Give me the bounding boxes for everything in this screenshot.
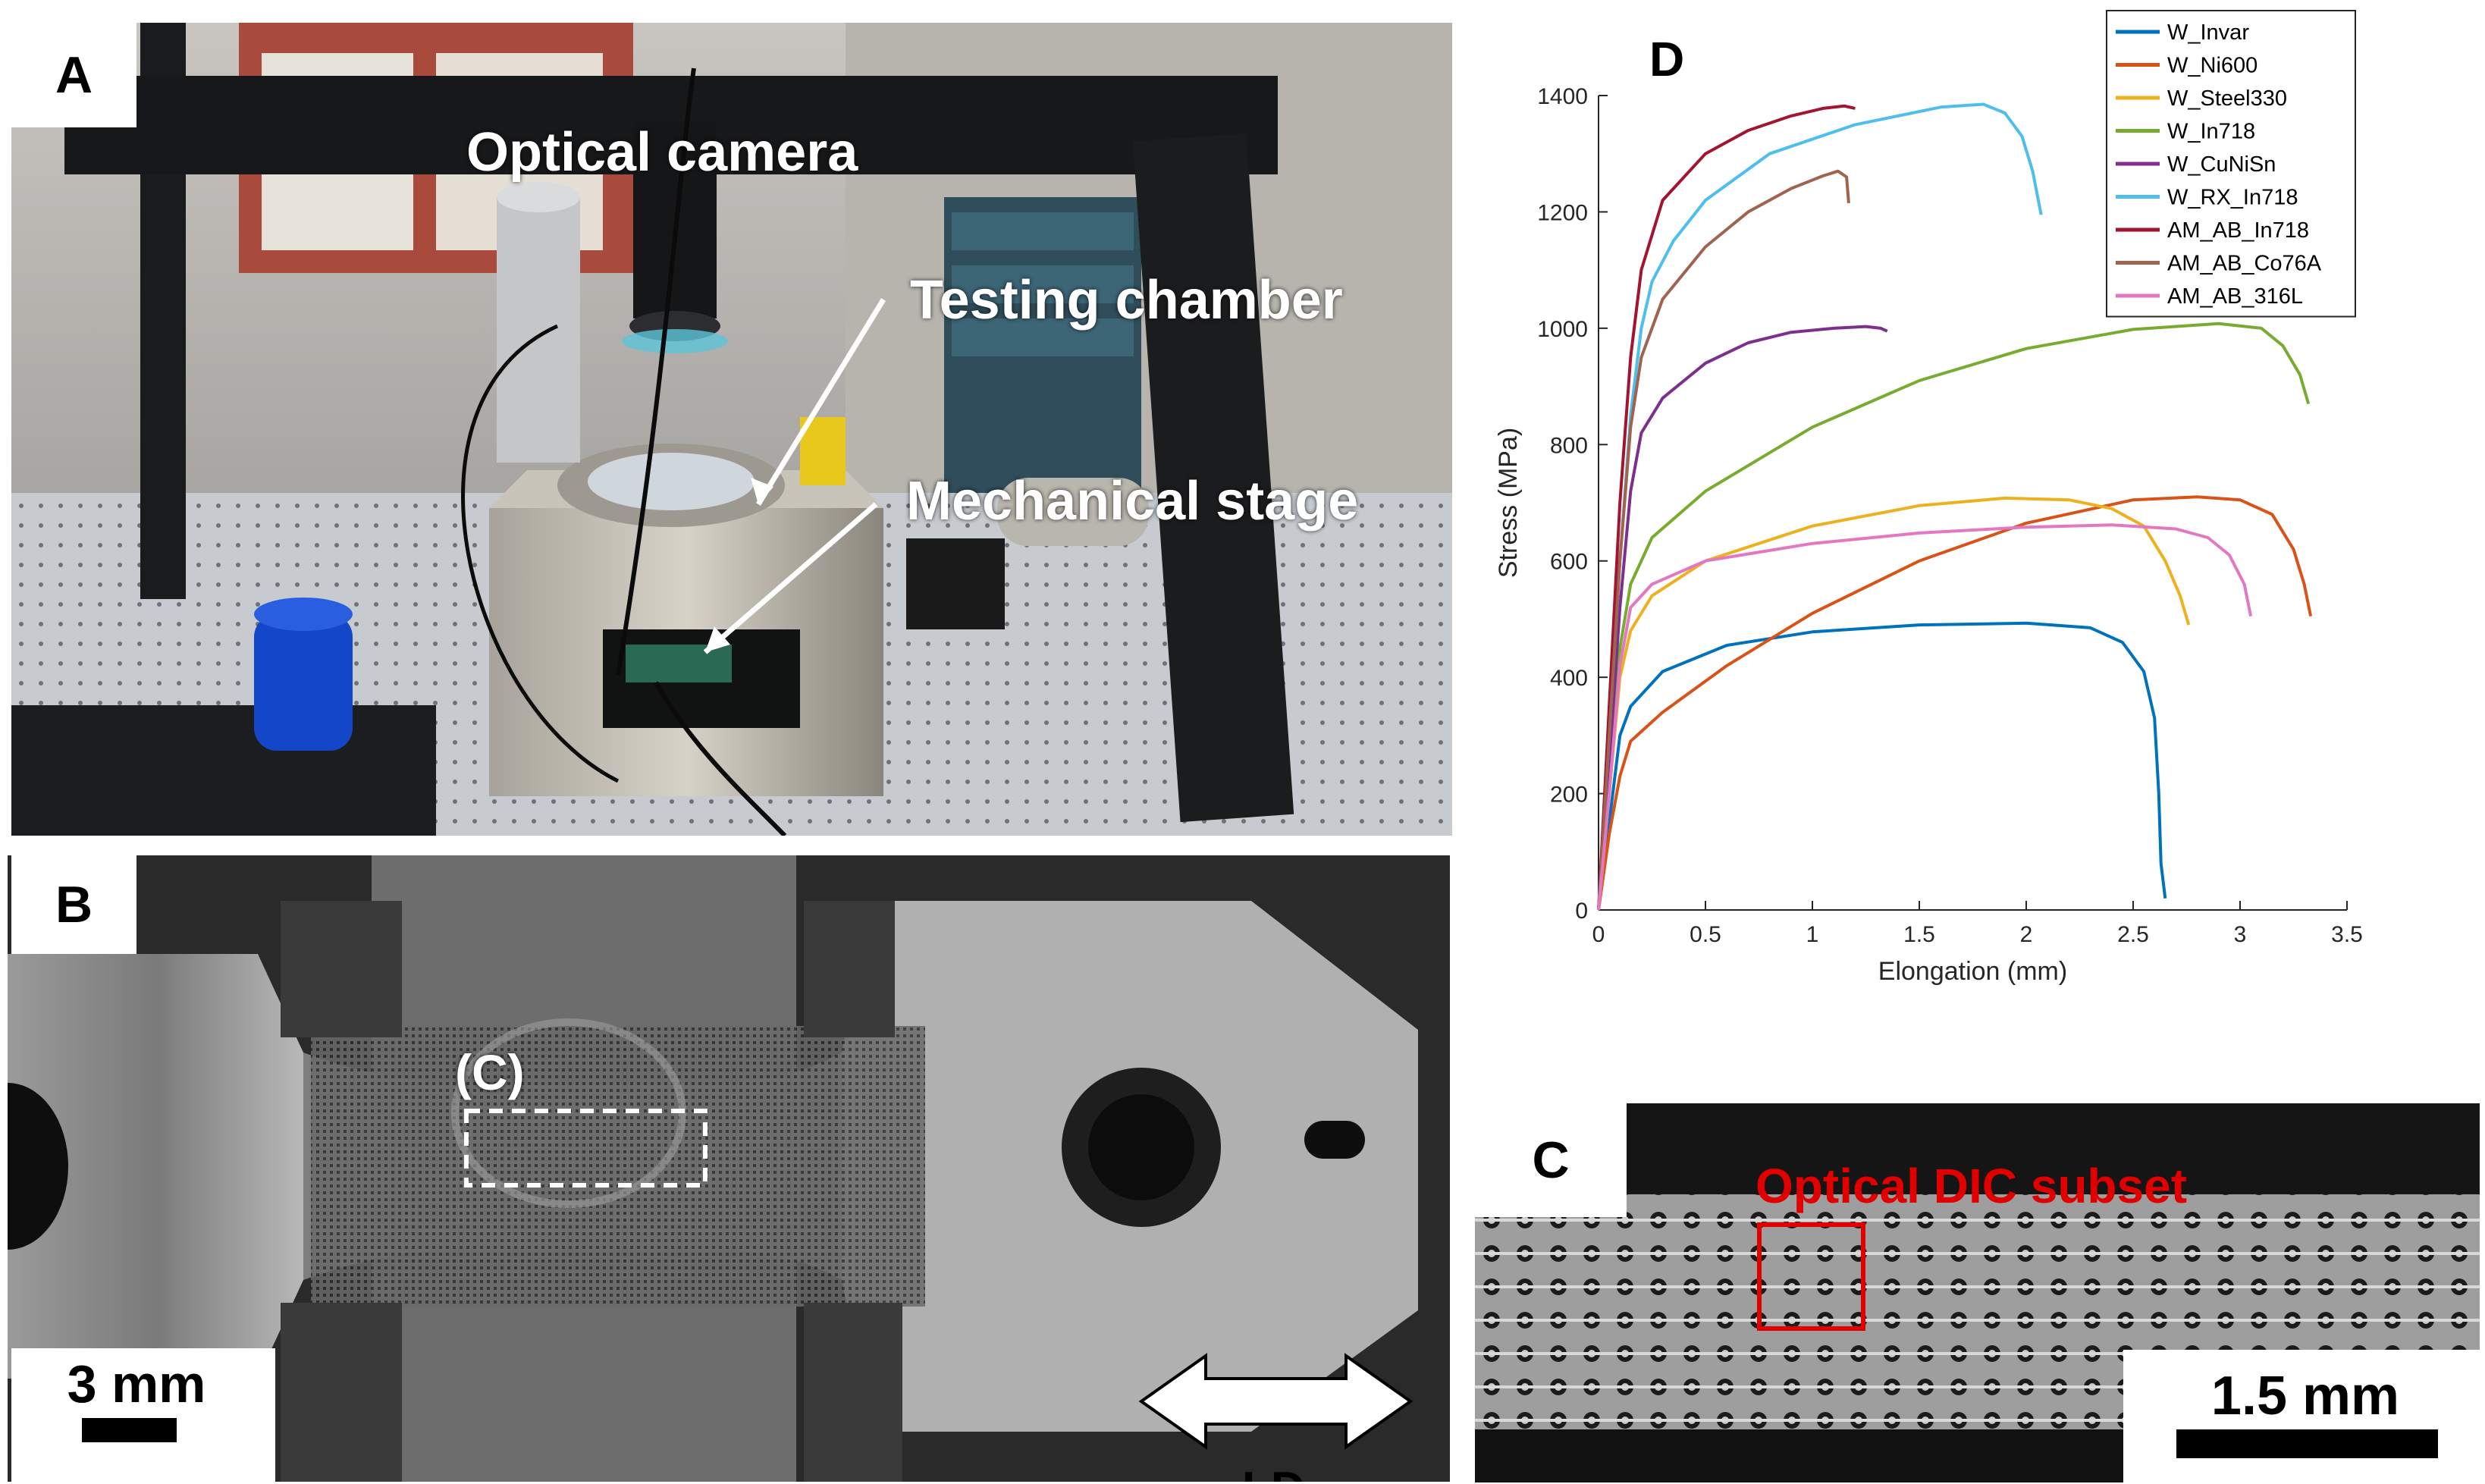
- x-tick-label: 1: [1806, 922, 1819, 947]
- optical-camera-label: Optical camera: [466, 122, 858, 183]
- dic-subset-box: [1757, 1222, 1865, 1331]
- x-tick-label: 0: [1592, 922, 1605, 947]
- legend-entry-label: AM_AB_In718: [2167, 218, 2309, 243]
- panel-b-scale-bar: [82, 1418, 177, 1442]
- chart-legend: W_InvarW_Ni600W_Steel330W_In718W_CuNiSnW…: [2106, 10, 2356, 318]
- stress-elongation-chart: D 0 0.5 1 1.5 2 2.5 3 3.5 0 200 400 600 800 1000 1200 1…: [1494, 10, 2363, 986]
- y-tick-label: 1200: [1537, 200, 1588, 225]
- panel-d-letter: D: [1649, 32, 1684, 86]
- panel-c-scale-label: 1.5 mm: [2210, 1366, 2400, 1426]
- loading-direction-label: LD: [1242, 1462, 1305, 1482]
- legend-entry-label: W_CuNiSn: [2167, 152, 2276, 177]
- panel-b-scale-label: 3 mm: [67, 1354, 206, 1413]
- region-c-label: (C): [455, 1044, 525, 1100]
- mechanical-stage-label: Mechanical stage: [906, 471, 1359, 532]
- legend-entry-label: W_Invar: [2167, 20, 2249, 45]
- series-line-am-ab-316l: [1597, 523, 2253, 911]
- panel-c-letter: C: [1475, 1103, 1627, 1217]
- testing-chamber-arrowhead: [751, 478, 773, 504]
- x-tick-label: 2.5: [2117, 922, 2149, 947]
- panel-c-scale-box: [2123, 1350, 2480, 1484]
- y-tick-label: 600: [1550, 550, 1588, 575]
- series-line-w-invar: [1597, 621, 2167, 911]
- x-tick-label: 2: [2020, 922, 2033, 947]
- y-tick-label: 800: [1550, 433, 1588, 458]
- y-tick-label: 0: [1575, 899, 1588, 924]
- x-axis-label: Elongation (mm): [1878, 957, 2067, 986]
- loading-direction-arrow: [1138, 1353, 1414, 1450]
- chart-series: [1597, 102, 2313, 911]
- series-line-w-ni600: [1597, 495, 2313, 911]
- series-line-am-ab-co76a: [1597, 169, 1850, 911]
- y-tick-label: 1400: [1537, 84, 1588, 109]
- legend-entry-label: AM_AB_316L: [2167, 284, 2303, 309]
- y-axis-label: Stress (MPa): [1494, 428, 1523, 578]
- y-tick-label: 1000: [1537, 317, 1588, 342]
- legend-entry-label: AM_AB_Co76A: [2167, 252, 2322, 276]
- y-tick-label: 200: [1550, 783, 1588, 808]
- testing-chamber-arrow-shaft: [756, 298, 886, 506]
- x-tick-label: 3.5: [2331, 922, 2363, 947]
- x-tick-label: 3: [2234, 922, 2247, 947]
- legend-entry-label: W_Steel330: [2167, 86, 2287, 111]
- series-line-w-in718: [1597, 322, 2311, 911]
- dic-subset-label: Optical DIC subset: [1756, 1159, 2187, 1213]
- panel-d-chart: D 0 0.5 1 1.5 2 2.5 3 3.5 0 200 400 600 800 1000 1200 1…: [1471, 0, 2485, 1062]
- legend-entry-label: W_Ni600: [2167, 54, 2258, 78]
- x-tick-label: 1.5: [1903, 922, 1935, 947]
- setup-photo: [11, 23, 1452, 836]
- specimen-image: [8, 855, 1450, 1482]
- panel-a-setup-photo: Optical camera Testing chamber Mechanica…: [11, 23, 1452, 836]
- series-line-am-ab-in718: [1597, 104, 1856, 911]
- y-tick-label: 400: [1550, 666, 1588, 691]
- x-tick-label: 0.5: [1690, 922, 1721, 947]
- testing-chamber-label: Testing chamber: [910, 270, 1343, 331]
- series-line-w-cunisn: [1597, 325, 1888, 911]
- panel-a-letter: A: [11, 23, 136, 127]
- legend-entry-label: W_RX_In718: [2167, 186, 2298, 210]
- panel-b-specimen-image: (C) LD: [8, 855, 1450, 1482]
- region-c-dashed-box: [464, 1109, 708, 1188]
- mechanical-stage-arrowhead: [705, 626, 730, 652]
- chart-axes: 0 0.5 1 1.5 2 2.5 3 3.5 0 200 400 600 800 1000 1200 140…: [1537, 84, 2363, 947]
- series-line-w-rx-in718: [1597, 102, 2043, 911]
- series-line-w-steel330: [1597, 496, 2191, 911]
- panel-b-scale-box: [11, 1348, 275, 1482]
- panel-c-scale-bar: [2176, 1429, 2438, 1458]
- legend-entry-label: W_In718: [2167, 120, 2255, 144]
- panel-b-letter: B: [11, 855, 136, 954]
- mechanical-stage-arrow-shaft: [703, 502, 878, 654]
